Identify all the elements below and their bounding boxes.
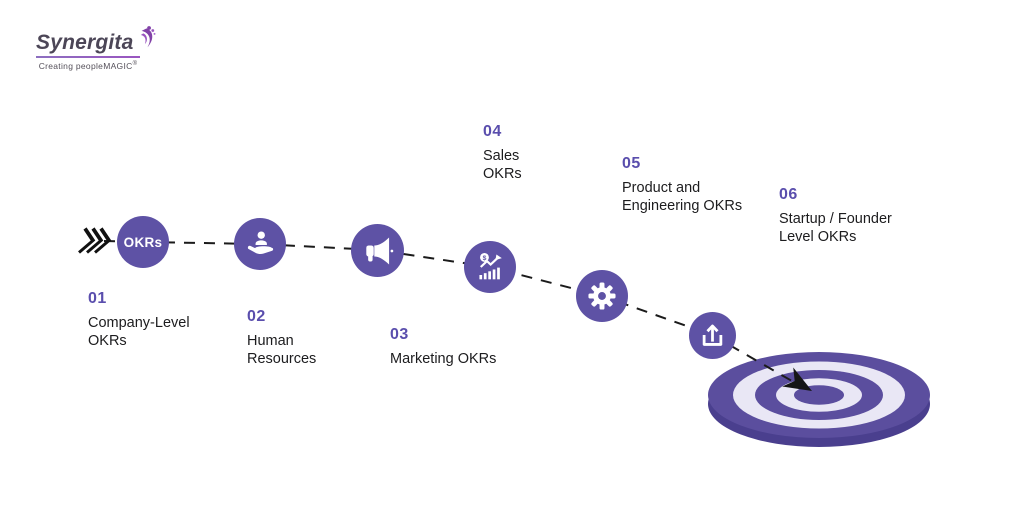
step-label-02: 02 Human Resources [247, 309, 316, 368]
step-circle-marketing [351, 224, 404, 277]
step-circle-sales: $ [464, 241, 516, 293]
hand-person-icon [247, 231, 274, 254]
step-label-03: 03 Marketing OKRs [390, 327, 496, 369]
step-circle-human-resources [234, 218, 286, 270]
step-label-05: 05 Product and Engineering OKRs [622, 156, 742, 215]
step-circle-okrs: OKRs [117, 216, 169, 268]
dollar-symbol: $ [483, 255, 487, 262]
step-circle-startup-founder [689, 312, 736, 359]
megaphone-icon [365, 236, 393, 265]
step-title: Product and Engineering OKRs [622, 180, 743, 214]
target-bullseye [708, 352, 930, 447]
sales-growth-icon: $ [479, 252, 502, 280]
logo-tagline: Creating peopleMAGIC® [36, 61, 140, 71]
logo-tagline-text: Creating peopleMAGIC [38, 61, 133, 71]
step-number: 03 [390, 326, 409, 343]
start-chevron-icon [78, 227, 112, 254]
logo: Synergita Creating peopleMAGIC® [36, 24, 156, 71]
target-arrow-icon [782, 367, 812, 391]
step-number: 06 [779, 186, 798, 203]
step-title: Human Resources [247, 333, 317, 367]
step-title: Marketing OKRs [390, 351, 497, 367]
step-title: Startup / Founder Level OKRs [779, 211, 892, 245]
step-number: 05 [622, 155, 641, 172]
logo-wordmark: Synergita [36, 31, 134, 54]
step-label-01: 01 Company-Level OKRs [88, 291, 190, 350]
step-title: Company-Level OKRs [88, 315, 190, 349]
okrs-badge: OKRs [123, 234, 163, 250]
logo-swirl-icon [140, 26, 156, 48]
step-number: 04 [483, 123, 502, 140]
registered-mark: ® [132, 61, 138, 68]
step-title: Sales OKRs [483, 148, 522, 182]
step-circle-product-engineering [576, 270, 628, 322]
step-label-04: 04 Sales OKRs [483, 124, 522, 183]
upload-icon [702, 324, 723, 346]
step-number: 01 [88, 290, 107, 307]
gear-icon [588, 282, 616, 310]
logo-underline [36, 56, 140, 58]
step-label-06: 06 Startup / Founder Level OKRs [779, 187, 892, 246]
step-number: 02 [247, 308, 266, 325]
